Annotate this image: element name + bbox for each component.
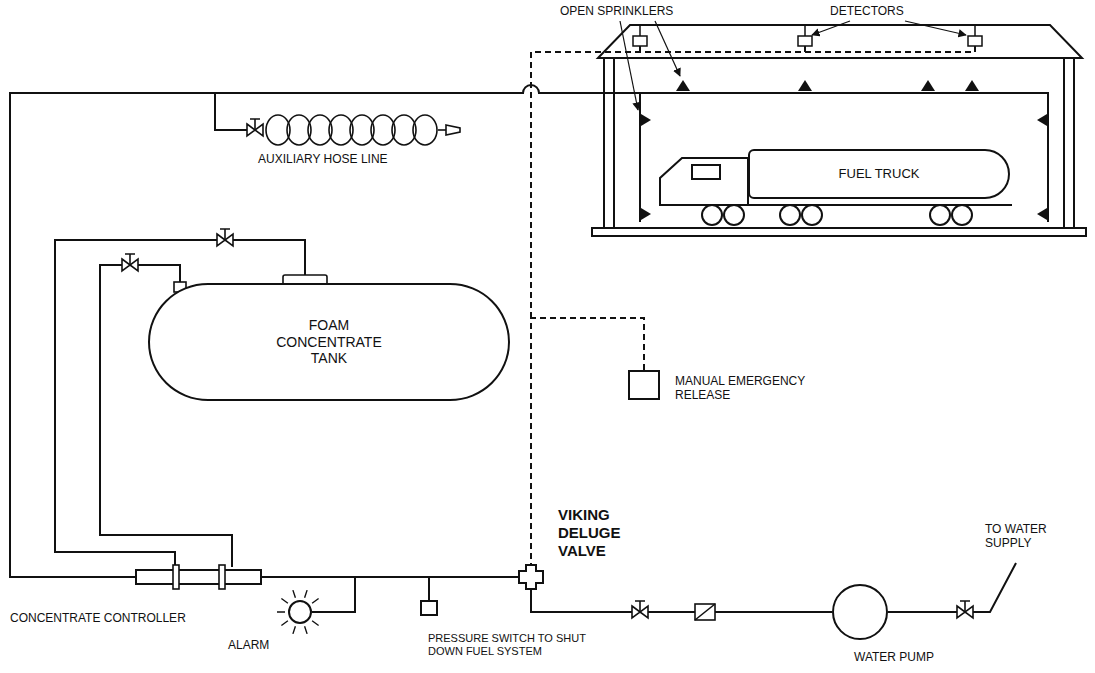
supply-pipe — [428, 577, 430, 600]
hose-coil — [266, 115, 437, 145]
water-pump: WATER PUMP — [832, 584, 888, 640]
check-valve — [695, 604, 715, 620]
sprinkler-head — [798, 80, 812, 91]
sprinkler-head — [641, 208, 651, 220]
concentrate-controller: CONCENTRATE CONTROLLER — [135, 567, 262, 587]
part-label: AUXILIARY HOSE LINE — [258, 152, 388, 166]
controller-body — [136, 570, 261, 584]
part-label: TO WATER SUPPLY — [985, 522, 1085, 551]
gate-valve — [217, 229, 233, 246]
part-label: OPEN SPRINKLERS — [560, 4, 673, 18]
pipe — [531, 590, 832, 612]
main-pipe — [10, 85, 1048, 577]
shelter — [1064, 58, 1074, 228]
gate-valve — [957, 601, 973, 618]
truck — [952, 205, 972, 225]
node-label: WATER PUMP — [854, 650, 934, 664]
detector — [633, 36, 647, 46]
node-label: ALARM — [228, 638, 269, 652]
supply-pipe — [312, 563, 1016, 612]
node-label: VIKING DELUGE VALVE — [558, 506, 653, 560]
hose-nozzle — [438, 129, 446, 131]
valve-body — [519, 565, 543, 589]
node-label: CONCENTRATE CONTROLLER — [10, 611, 186, 625]
sprinkler-head — [641, 80, 1047, 220]
hose-nozzle — [438, 125, 460, 135]
sprinkler-head — [1037, 208, 1047, 220]
main-pipe — [10, 85, 1048, 577]
hose-coil — [413, 115, 437, 145]
truck — [692, 165, 720, 179]
gate-valve — [122, 254, 138, 271]
hose-nozzle — [446, 125, 460, 135]
shelter — [592, 25, 1086, 236]
sprinkler-head — [641, 114, 651, 126]
truck — [724, 205, 744, 225]
truck — [660, 158, 748, 205]
detector — [798, 36, 812, 46]
truck — [702, 205, 722, 225]
truck — [930, 205, 950, 225]
supply-pipe — [888, 563, 1016, 612]
valve-body — [518, 564, 544, 590]
gate-valve — [632, 601, 648, 618]
shelter — [604, 58, 614, 228]
detector — [633, 25, 982, 46]
alarm-rays — [277, 590, 323, 634]
gate-valve — [247, 119, 263, 136]
truck-tank: FUEL TRUCK — [748, 149, 1010, 199]
truck — [802, 205, 822, 225]
detector — [640, 25, 975, 36]
controller-flange — [219, 565, 225, 589]
deluge-valve: VIKING DELUGE VALVE — [518, 564, 544, 590]
node-label: PRESSURE SWITCH TO SHUT DOWN FUEL SYSTEM — [428, 632, 603, 658]
pressure-switch: PRESSURE SWITCH TO SHUT DOWN FUEL SYSTEM — [420, 600, 438, 616]
part-label: DETECTORS — [830, 4, 904, 18]
detector — [968, 36, 982, 46]
sprinkler-head — [676, 80, 690, 91]
leader-line — [812, 21, 850, 35]
leader-line — [905, 21, 966, 35]
shelter — [592, 228, 1086, 236]
leader-line — [655, 21, 680, 76]
main-pipe — [215, 93, 247, 130]
sprinkler-head — [965, 80, 979, 91]
leader-line — [620, 21, 966, 110]
node-label: FUEL TRUCK — [839, 166, 920, 182]
release-box: MANUAL EMERGENCY RELEASE — [628, 370, 660, 400]
sprinkler-head — [921, 80, 935, 91]
shelter — [598, 25, 1082, 58]
alarm-rays — [277, 590, 323, 634]
alarm-symbol: ALARM — [288, 600, 312, 624]
node-label: FOAM CONCENTRATE TANK — [269, 317, 389, 367]
supply-pipe — [312, 577, 355, 612]
foam-tank: FOAM CONCENTRATE TANK — [148, 283, 510, 401]
node-label: MANUAL EMERGENCY RELEASE — [675, 374, 825, 403]
leader-line — [620, 21, 638, 110]
controller-body — [135, 567, 262, 587]
truck — [780, 205, 800, 225]
controller-flange — [173, 565, 179, 589]
check-valve — [695, 604, 715, 620]
pipe — [262, 576, 518, 578]
check-valve — [695, 604, 715, 620]
sprinkler-head — [1037, 114, 1047, 126]
main-pipe — [639, 93, 641, 222]
